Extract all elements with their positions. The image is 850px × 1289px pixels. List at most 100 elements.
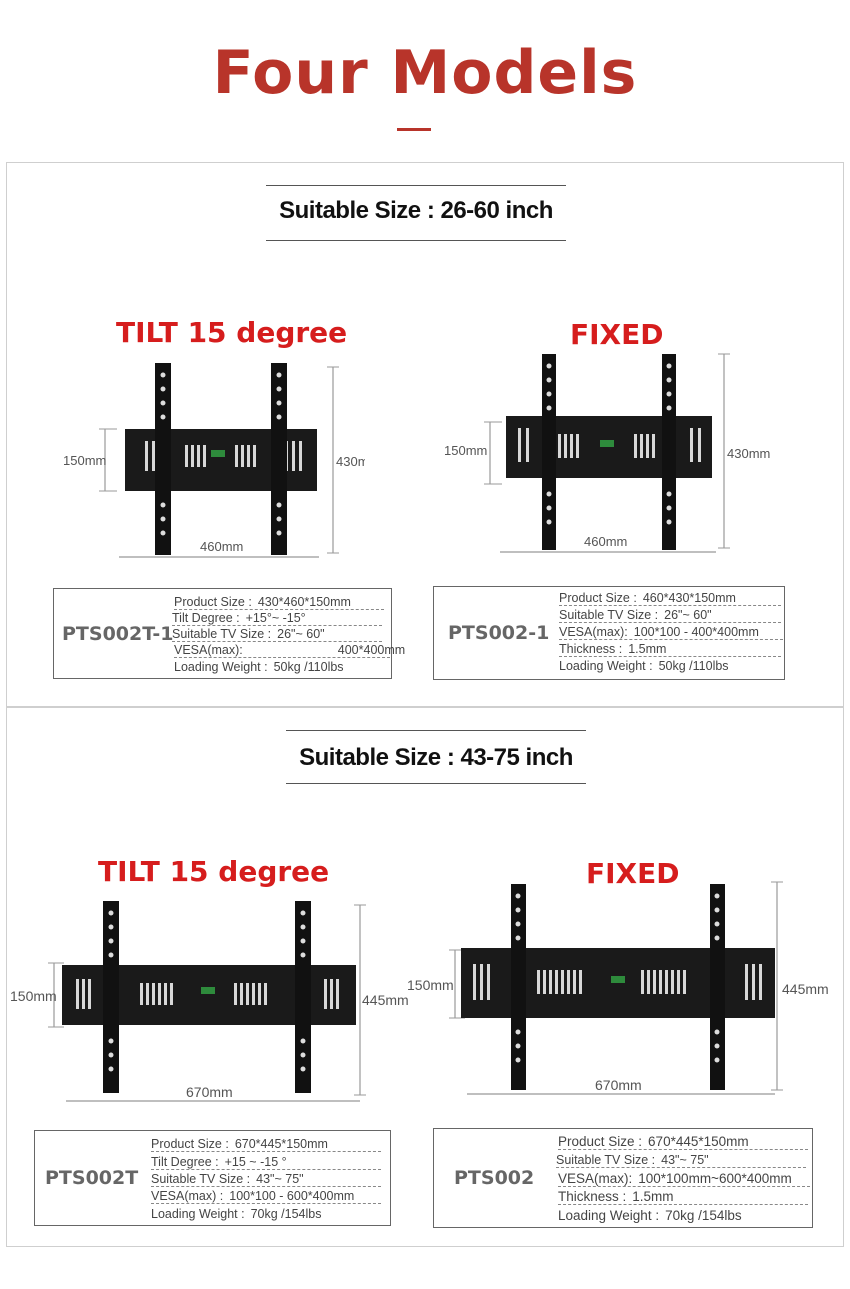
height-dim-label: 150mm [10,988,57,1004]
page-title: Four Models [212,38,638,108]
width-dim-label: 460mm [584,534,627,549]
spec-row: Suitable TV Size : 26"~ 60" [172,627,382,642]
spec-value: 50kg /110lbs [658,659,729,673]
spec-key: Tilt Degree : [172,611,240,625]
spec-key: Suitable TV Size : [556,1153,656,1167]
spec-key: Suitable TV Size : [172,627,272,641]
tilt-mount-diagram: 150mm 445mm 670mm [10,901,409,1102]
spec-key: Thickness : [558,1189,627,1204]
section-heading: Suitable Size : 43-75 inch [286,730,586,784]
model-number: PTS002T-1 [62,622,174,645]
title-underline [397,128,431,131]
spec-row: Product Size : 670*445*150mm [558,1134,808,1150]
width-dim-label: 670mm [186,1084,233,1100]
spec-value: 670*445*150mm [234,1137,328,1151]
spec-value: 460*430*150mm [642,591,736,605]
brand-badge [611,976,625,983]
spec-value: 1.5mm [628,642,667,656]
spec-value: 50kg /110lbs [273,660,344,674]
spec-key: Loading Weight : [559,659,653,673]
spec-card: PTS002T-1 Product Size :430*460*150mm Ti… [53,588,405,679]
spec-row: Loading Weight : 70kg /154lbs [151,1207,381,1221]
spec-key: Product Size : [559,591,637,605]
height-dim-label: 150mm [444,443,487,458]
spec-value: 670*445*150mm [648,1134,749,1149]
mount-type-label: TILT 15 degree [98,855,330,888]
model-number: PTS002T [45,1167,139,1189]
spec-row: Thickness : 1.5mm [559,642,781,657]
spec-row: Suitable TV Size : 43"~ 75" [151,1172,381,1187]
spec-value: 43"~ 75" [256,1172,304,1186]
total-height-dim-label: 445mm [782,981,829,997]
width-dim-label: 460mm [200,539,243,554]
spec-value: 70kg /154lbs [250,1207,322,1221]
spec-key: Tilt Degree : [151,1155,219,1169]
spec-key: VESA(max) : [151,1189,224,1203]
fixed-mount-diagram: 150mm 445mm 670mm [407,881,829,1095]
spec-value: 70kg /154lbs [665,1208,742,1223]
spec-row: Product Size : 670*445*150mm [151,1137,381,1152]
spec-key: Loading Weight : [174,660,268,674]
spec-value: 100*100mm~600*400mm [638,1171,792,1186]
spec-value: +15°~ -15° [245,611,306,625]
spec-row: VESA(max): 100*100mm~600*400mm [558,1171,810,1187]
spec-key: VESA(max): [559,625,628,639]
section-heading-text: Suitable Size : 26-60 inch [279,197,553,224]
vertical-arm [662,354,676,550]
spec-row: Loading Weight : 50kg /110lbs [174,660,384,674]
height-dim-label: 150mm [63,453,106,468]
spec-key: Loading Weight : [558,1208,660,1223]
vertical-arm [710,884,725,1090]
spec-card: PTS002-1 Product Size : 460*430*150mm Sui… [433,586,785,680]
spec-key: Loading Weight : [151,1207,245,1221]
spec-row: Suitable TV Size : 43"~ 75" [556,1153,806,1168]
vertical-arm [155,363,171,555]
spec-key: Product Size : [558,1134,643,1149]
brand-badge [201,987,215,994]
spec-key: VESA(max): [558,1171,633,1186]
section-heading-text: Suitable Size : 43-75 inch [299,744,573,771]
spec-row: Tilt Degree : +15 ~ -15 ° [151,1155,381,1170]
model-number: PTS002 [454,1167,535,1189]
spec-key: VESA(max): [174,643,243,657]
spec-row: Product Size :430*460*150mm [174,595,384,610]
spec-row: Loading Weight : 70kg /154lbs [558,1208,808,1223]
spec-card: PTS002 Product Size : 670*445*150mm Suita… [433,1128,813,1228]
fixed-mount-diagram: 150mm 430mm 460mm [444,353,770,553]
height-dim-label: 150mm [407,977,454,993]
section-heading: Suitable Size : 26-60 inch [266,185,566,241]
total-height-dim-label: 430mm [727,446,770,461]
spec-row: Tilt Degree : +15°~ -15° [172,611,382,626]
spec-value: 26"~ 60" [664,608,712,622]
vertical-arm [511,884,526,1090]
spec-value: +15 ~ -15 ° [224,1155,287,1169]
spec-row: VESA(max): 100*100 - 400*400mm [559,625,783,640]
spec-key: Suitable TV Size : [559,608,659,622]
spec-row: Thickness :1.5mm [558,1189,808,1205]
vertical-arm [103,901,119,1093]
brand-badge [211,450,225,457]
spec-row: Product Size : 460*430*150mm [559,591,781,606]
spec-key: Product Size : [151,1137,229,1151]
vertical-arm [295,901,311,1093]
spec-key: Thickness : [559,642,623,656]
spec-row: Suitable TV Size : 26"~ 60" [559,608,781,623]
spec-key: Suitable TV Size : [151,1172,251,1186]
total-height-dim-label: 430mm [336,454,365,469]
vertical-arm [271,363,287,555]
spec-value: 400*400mm [337,643,406,657]
total-height-dim-label: 445mm [362,992,409,1008]
spec-value: 100*100 - 400*400mm [633,625,759,639]
mount-type-label: TILT 15 degree [116,316,348,349]
spec-row: VESA(max): 400*400mm [174,643,405,658]
brand-badge [600,440,614,447]
spec-value: 26"~ 60" [277,627,325,641]
spec-card: PTS002T Product Size : 670*445*150mm Tilt… [34,1130,391,1226]
width-dim-label: 670mm [595,1077,642,1093]
vertical-arm [542,354,556,550]
spec-key: Product Size : [174,595,252,609]
spec-row: Loading Weight : 50kg /110lbs [559,659,781,673]
spec-value: 100*100 - 600*400mm [229,1189,355,1203]
spec-value: 43"~ 75" [661,1153,709,1167]
model-number: PTS002-1 [448,622,550,644]
